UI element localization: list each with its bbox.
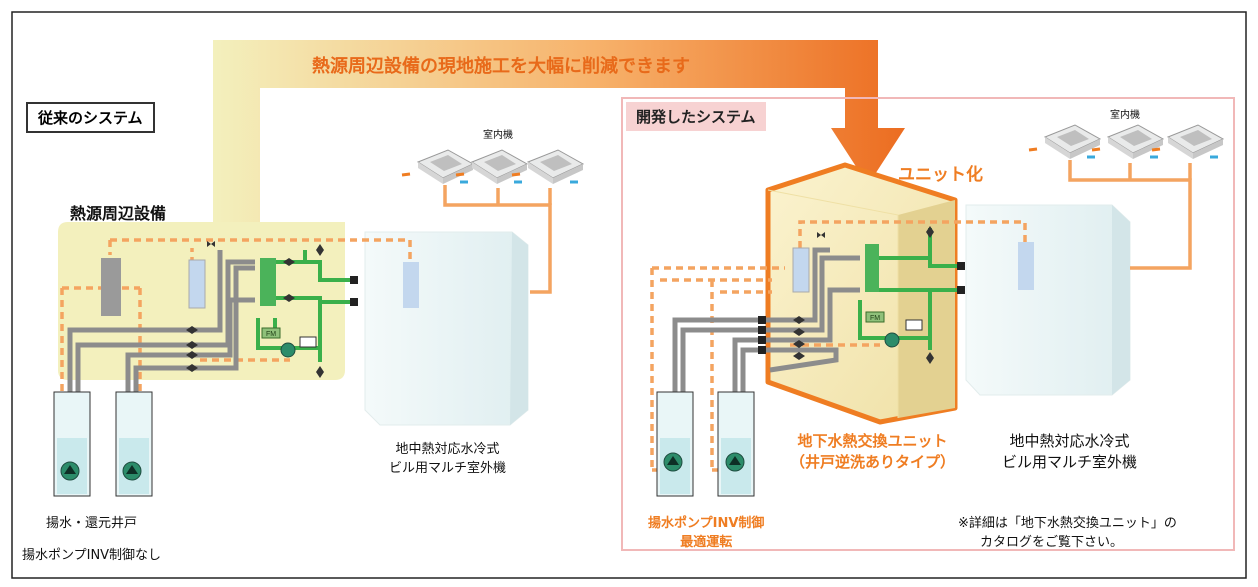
legacy-well-label: 揚水・還元井戸 (46, 516, 138, 531)
legacy-title: 従来のシステム (26, 102, 155, 133)
legacy-valves-icon (186, 241, 324, 378)
legacy-filter (188, 259, 206, 309)
developed-outdoor-unit (965, 204, 1131, 396)
legacy-pump-label: 揚水ポンプINV制御なし (22, 548, 162, 563)
unit-label-2: （井戸逆洗ありタイプ） (790, 453, 956, 471)
banner-text: 熱源周辺設備の現地施工を大幅に削減できます (312, 56, 690, 77)
legacy-outdoor-label: 地中熱対応水冷式 ビル用マルチ室外機 (389, 438, 506, 476)
legacy-outdoor-label-1: 地中熱対応水冷式 (395, 442, 500, 457)
developed-pump-label-2: 最適運転 (680, 535, 733, 550)
legacy-equipment-label: 熱源周辺設備 (70, 204, 167, 223)
developed-outdoor-label-2: ビル用マルチ室外機 (1002, 453, 1138, 471)
developed-outdoor-label-1: 地中熱対応水冷式 (1009, 432, 1130, 450)
unitize-label: ユニット化 (898, 165, 983, 185)
unit-label: 地下水熱交換ユニット （井戸逆洗ありタイプ） (790, 430, 955, 472)
developed-frame (621, 97, 1235, 551)
legacy-controller (299, 336, 317, 348)
developed-heat-exchange-unit (765, 162, 958, 425)
developed-pump-label-1: 揚水ポンプINV制御 (648, 516, 765, 531)
developed-heat-exchanger (865, 244, 879, 292)
legacy-indoor-label: 室内機 (483, 130, 513, 141)
banner-arrow (213, 40, 905, 240)
legacy-tank (101, 258, 121, 316)
developed-outdoor-label: 地中熱対応水冷式 ビル用マルチ室外機 (1002, 430, 1137, 472)
developed-note-2: カタログをご覧下さい。 (980, 535, 1124, 550)
developed-gray-pipes (672, 247, 860, 395)
developed-well-2 (717, 391, 755, 497)
legacy-well-2 (115, 391, 153, 497)
developed-fm-text: FM (870, 315, 880, 322)
legacy-refrigerant-pipe (443, 185, 552, 294)
developed-well-1 (656, 391, 694, 497)
legacy-well-1 (53, 391, 91, 497)
developed-indoor-units (1028, 124, 1225, 159)
legacy-connector-2 (350, 298, 358, 306)
developed-circulation-pump-icon (884, 332, 900, 348)
developed-refrigerant-pipe (1068, 160, 1192, 270)
developed-pump-label: 揚水ポンプINV制御 最適運転 (648, 512, 764, 550)
developed-indoor-label: 室内機 (1110, 110, 1140, 121)
developed-connectors (758, 262, 965, 354)
legacy-heat-exchanger (260, 258, 276, 306)
legacy-circulation-pump-icon (280, 342, 296, 358)
developed-note: ※詳細は「地下水熱交換ユニット」の カタログをご覧下さい。 (958, 512, 1177, 550)
legacy-outdoor-unit (364, 231, 529, 426)
legacy-fm-text: FM (266, 331, 276, 338)
developed-title: 開発したシステム (626, 102, 766, 131)
developed-note-1: ※詳細は「地下水熱交換ユニット」の (958, 516, 1177, 531)
legacy-outdoor-label-2: ビル用マルチ室外機 (389, 461, 507, 476)
developed-controller (905, 319, 923, 331)
legacy-connector-1 (350, 276, 358, 284)
developed-valves-icon (793, 226, 934, 364)
legacy-flowmeter (261, 327, 281, 339)
legacy-indoor-units (401, 149, 585, 184)
developed-flowmeter (865, 311, 885, 323)
legacy-gray-pipes (67, 250, 255, 395)
unit-label-1: 地下水熱交換ユニット (797, 432, 948, 450)
developed-filter (792, 247, 810, 293)
developed-water-dashed (650, 220, 1027, 472)
